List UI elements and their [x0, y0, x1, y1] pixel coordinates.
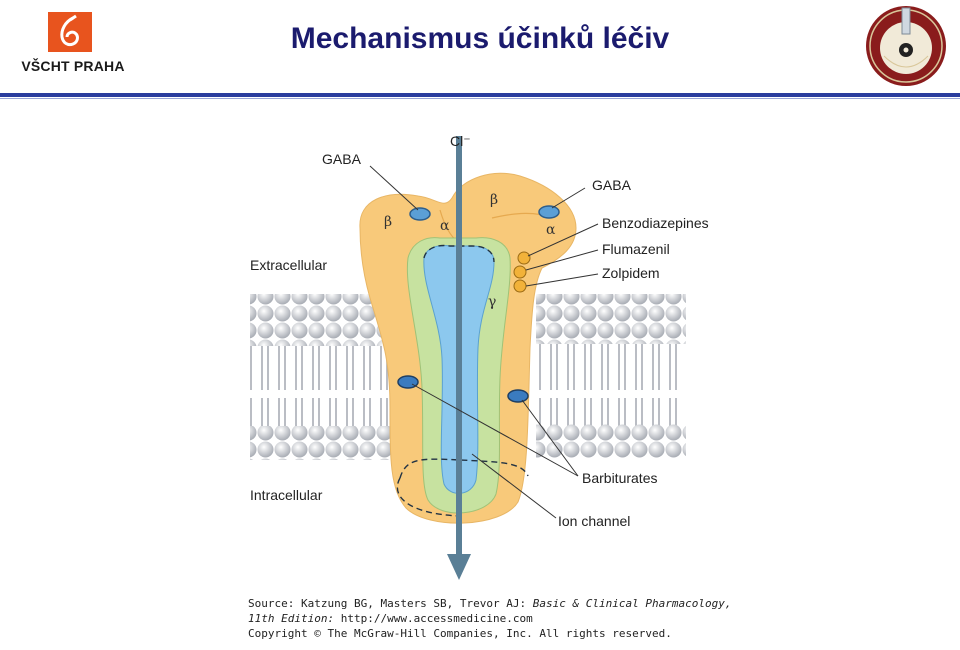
- barbiturate-site-right: [507, 389, 529, 403]
- intracellular-label: Intracellular: [250, 487, 323, 503]
- copyright-line: Copyright © The McGraw-Hill Companies, I…: [248, 627, 672, 640]
- gaba-label-left: GABA: [322, 151, 362, 167]
- slide-header: VŠCHT PRAHA Mechanismus účinků léčiv: [0, 0, 960, 99]
- citation-line-1: Source: Katzung BG, Masters SB, Trevor A…: [248, 597, 732, 610]
- beta-label-left: β: [384, 214, 392, 230]
- alpha-label-right: α: [546, 222, 556, 238]
- chloride-ion-label: Cl⁻: [450, 133, 471, 149]
- alpha-label-left: α: [440, 218, 450, 234]
- vscht-logo-icon: [48, 12, 92, 52]
- gaba-site-right: [538, 205, 560, 219]
- lipid-bilayer-left: [250, 294, 400, 460]
- gamma-label: γ: [488, 294, 496, 310]
- gaba-site-left: [409, 207, 431, 221]
- zolpidem-label: Zolpidem: [602, 265, 660, 281]
- leader-lines: [369, 165, 599, 519]
- gaba-receptor-diagram: Cl⁻ GABA GABA β α β α γ Extracellular In…: [240, 118, 760, 590]
- vscht-logo: VŠCHT PRAHA: [8, 10, 138, 80]
- beta-label-right: β: [490, 192, 498, 208]
- header-divider: [0, 93, 960, 97]
- benzodiazepine-site: [517, 251, 531, 265]
- vscht-logo-text: VŠCHT PRAHA: [21, 58, 125, 74]
- source-citation: Source: Katzung BG, Masters SB, Trevor A…: [248, 596, 808, 641]
- chloride-flow-arrow: [447, 136, 471, 580]
- flumazenil-label: Flumazenil: [602, 241, 670, 257]
- page-title: Mechanismus účinků léčiv: [290, 22, 670, 55]
- header-divider-thin: [0, 98, 960, 99]
- barbiturates-label: Barbiturates: [582, 470, 657, 486]
- citation-line-2: 11th Edition: http://www.accessmedicine.…: [248, 612, 533, 625]
- department-seal-icon: [862, 2, 950, 90]
- ion-channel-label: Ion channel: [558, 513, 630, 529]
- extracellular-label: Extracellular: [250, 257, 327, 273]
- benzodiazepines-label: Benzodiazepines: [602, 215, 709, 231]
- gaba-label-right: GABA: [592, 177, 632, 193]
- lipid-bilayer-right: [536, 294, 686, 458]
- zolpidem-site: [513, 279, 527, 293]
- flumazenil-site: [513, 265, 527, 279]
